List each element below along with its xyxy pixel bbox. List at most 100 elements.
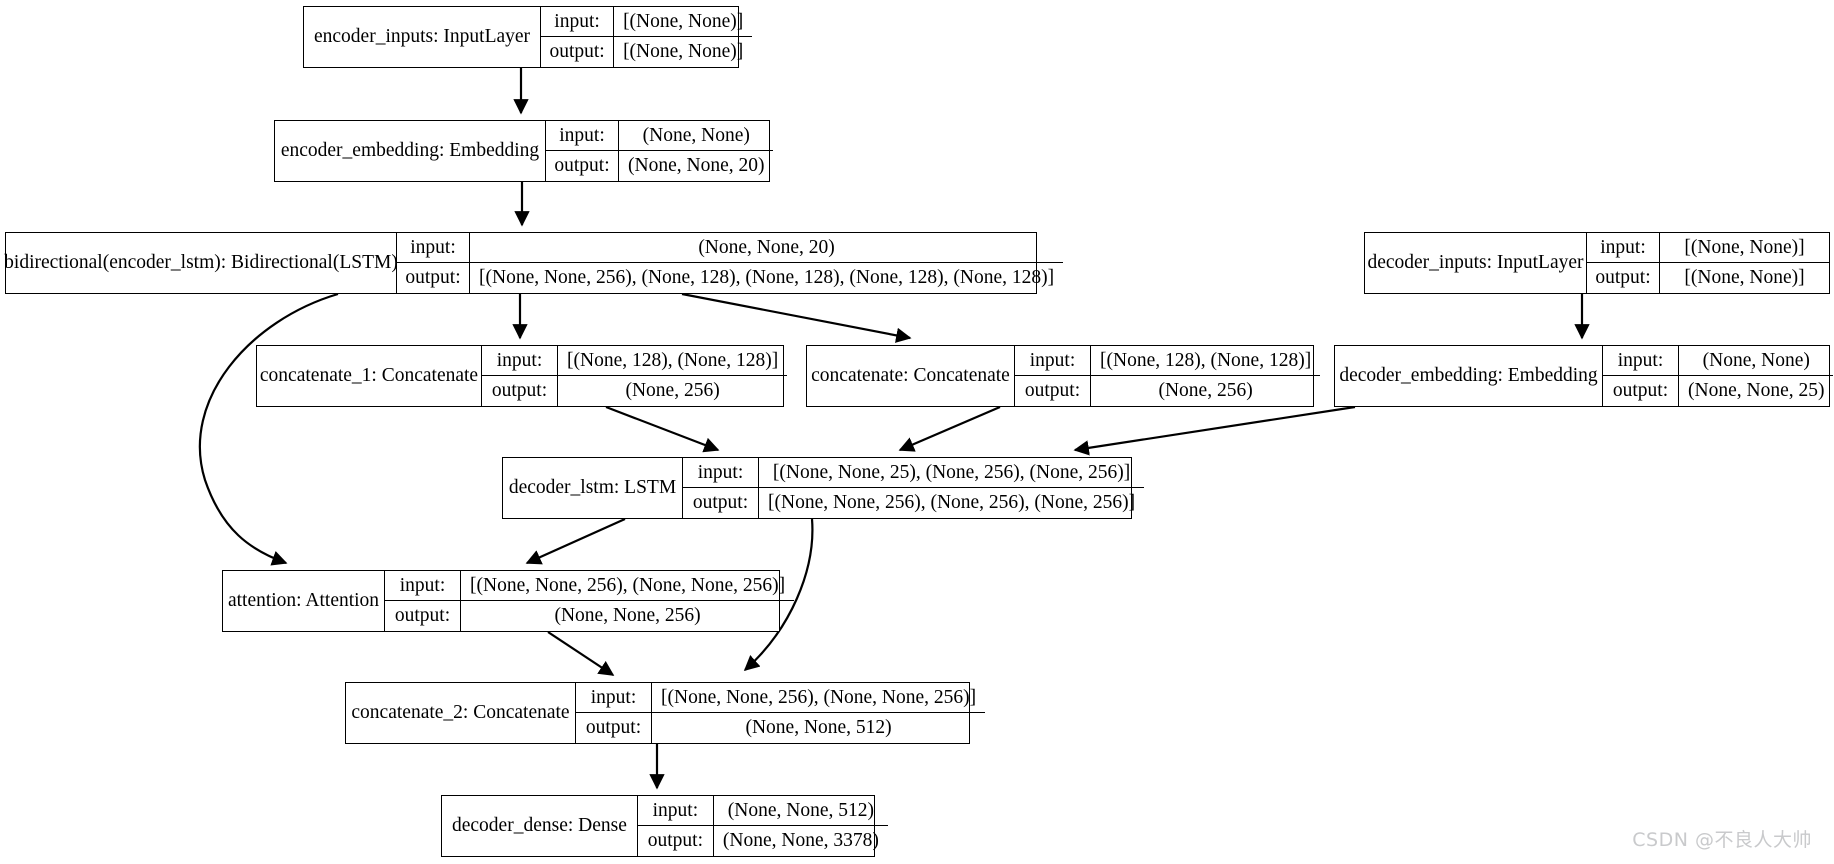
node-decoder-lstm-label: decoder_lstm: LSTM	[503, 458, 683, 518]
io-key-input: input:	[1603, 346, 1679, 375]
io-row-output: output: (None, 256)	[1015, 376, 1320, 406]
node-attention-io: input: [(None, None, 256), (None, None, …	[385, 571, 795, 631]
node-decoder-dense-label: decoder_dense: Dense	[442, 796, 638, 856]
io-value-output: [(None, None, 256), (None, 128), (None, …	[479, 267, 1055, 288]
io-value-input: [(None, None, 256), (None, None, 256)]	[470, 574, 786, 596]
io-value-input: (None, None, 20)	[698, 236, 835, 258]
node-concatenate-1[interactable]: concatenate_1: Concatenate input: [(None…	[256, 345, 788, 407]
io-key-input: input:	[541, 7, 615, 36]
node-concatenate-1-io: input: [(None, 128), (None, 128)] output…	[482, 346, 788, 406]
io-value-input: (None, None)	[1702, 349, 1810, 371]
node-decoder-lstm[interactable]: decoder_lstm: LSTM input: [(None, None, …	[502, 457, 1145, 519]
io-row-input: input: [(None, None, 256), (None, None, …	[385, 571, 795, 601]
io-row-input: input: [(None, 128), (None, 128)]	[1015, 346, 1321, 376]
node-decoder-lstm-io: input: [(None, None, 25), (None, 256), (…	[683, 458, 1145, 518]
io-row-output: output: [(None, None)]	[1587, 263, 1829, 293]
io-key-input: input:	[576, 683, 652, 712]
node-concatenate-2-io: input: [(None, None, 256), (None, None, …	[576, 683, 986, 743]
io-value-input: [(None, None)]	[1684, 236, 1805, 258]
io-value-output: (None, None, 20)	[628, 155, 765, 176]
io-row-input: input: (None, None, 512)	[637, 796, 888, 826]
io-key-input: input:	[638, 796, 714, 825]
io-row-output: output: [(None, None, 256), (None, 128),…	[397, 263, 1063, 293]
node-encoder-inputs-label: encoder_inputs: InputLayer	[304, 7, 542, 67]
io-key-output: output:	[576, 713, 652, 743]
node-decoder-embedding[interactable]: decoder_embedding: Embedding input: (Non…	[1334, 345, 1834, 407]
io-value-output: (None, 256)	[1158, 380, 1253, 401]
io-key-output: output:	[482, 376, 558, 406]
io-row-input: input: (None, None, 20)	[397, 233, 1064, 263]
io-value-input: [(None, 128), (None, 128)]	[1100, 349, 1312, 371]
io-row-input: input: (None, None)	[546, 121, 774, 151]
node-decoder-inputs[interactable]: decoder_inputs: InputLayer input: [(None…	[1364, 232, 1830, 294]
io-row-output: output: (None, None, 20)	[546, 151, 773, 181]
node-encoder-inputs-io: input: [(None, None)] output: [(None, No…	[541, 7, 753, 67]
io-value-input: (None, None)	[642, 124, 750, 146]
io-value-input: [(None, None, 25), (None, 256), (None, 2…	[772, 461, 1131, 483]
io-row-input: input: [(None, None, 256), (None, None, …	[576, 683, 986, 713]
io-value-input: [(None, 128), (None, 128)]	[567, 349, 779, 371]
edge-concatenate-to-decoder-lstm	[898, 405, 1001, 452]
io-row-output: output: [(None, None, 256), (None, 256),…	[683, 488, 1144, 518]
io-key-input: input:	[397, 233, 470, 262]
io-key-output: output:	[385, 601, 461, 631]
edge-concatenate-1-to-decoder-lstm	[605, 405, 720, 453]
node-encoder-embedding-io: input: (None, None) output: (None, None,…	[546, 121, 774, 181]
node-concatenate-1-label: concatenate_1: Concatenate	[257, 346, 482, 406]
node-decoder-embedding-io: input: (None, None) output: (None, None,…	[1603, 346, 1834, 406]
io-key-output: output:	[397, 263, 470, 293]
edge-decoder-lstm-to-attention	[525, 517, 626, 565]
io-key-output: output:	[1603, 376, 1679, 406]
node-concatenate[interactable]: concatenate: Concatenate input: [(None, …	[806, 345, 1321, 407]
node-concatenate-label: concatenate: Concatenate	[807, 346, 1015, 406]
io-key-output: output:	[1015, 376, 1091, 406]
node-attention-label: attention: Attention	[223, 571, 385, 631]
io-key-output: output:	[638, 826, 714, 856]
node-decoder-dense[interactable]: decoder_dense: Dense input: (None, None,…	[441, 795, 888, 857]
io-row-input: input: [(None, None, 25), (None, 256), (…	[683, 458, 1145, 488]
io-key-output: output:	[683, 488, 759, 518]
io-key-input: input:	[683, 458, 759, 487]
io-key-input: input:	[1015, 346, 1091, 375]
csdn-watermark: CSDN @不良人大帅	[1632, 829, 1812, 851]
edge-attention-to-concatenate-2	[547, 631, 615, 676]
io-key-output: output:	[1587, 263, 1660, 293]
io-row-input: input: [(None, None)]	[541, 7, 753, 37]
io-key-input: input:	[546, 121, 619, 150]
io-value-output: (None, None, 3378)	[722, 830, 879, 851]
io-row-output: output: (None, None, 25)	[1603, 376, 1833, 406]
io-row-output: output: (None, None, 3378)	[638, 826, 888, 856]
node-encoder-embedding[interactable]: encoder_embedding: Embedding input: (Non…	[274, 120, 774, 182]
io-value-input: [(None, None, 256), (None, None, 256)]	[661, 686, 977, 708]
node-concatenate-io: input: [(None, 128), (None, 128)] output…	[1015, 346, 1321, 406]
io-value-output: [(None, None)]	[623, 41, 744, 62]
io-value-input: [(None, None)]	[623, 10, 744, 32]
node-concatenate-2[interactable]: concatenate_2: Concatenate input: [(None…	[345, 682, 986, 744]
io-value-output: (None, None, 25)	[1688, 380, 1825, 401]
edge-bidirectional-to-attention	[198, 292, 339, 566]
edge-decoder-embedding-to-decoder-lstm	[1073, 405, 1356, 456]
edge-bidirectional-to-concatenate	[681, 292, 912, 343]
io-value-output: [(None, None)]	[1684, 267, 1805, 288]
node-bidirectional-encoder-lstm[interactable]: bidirectional(encoder_lstm): Bidirection…	[4, 232, 1064, 294]
io-value-output: (None, 256)	[625, 380, 720, 401]
io-row-output: output: (None, None, 256)	[385, 601, 794, 631]
io-value-output: (None, None, 512)	[745, 717, 892, 738]
io-key-input: input:	[1587, 233, 1660, 262]
node-encoder-inputs[interactable]: encoder_inputs: InputLayer input: [(None…	[303, 6, 753, 68]
node-bidirectional-encoder-lstm-io: input: (None, None, 20) output: [(None, …	[397, 233, 1064, 293]
node-attention[interactable]: attention: Attention input: [(None, None…	[222, 570, 795, 632]
io-key-output: output:	[546, 151, 619, 181]
node-concatenate-2-label: concatenate_2: Concatenate	[346, 683, 576, 743]
node-decoder-dense-io: input: (None, None, 512) output: (None, …	[637, 796, 888, 856]
io-value-output: (None, None, 256)	[554, 605, 701, 626]
io-row-input: input: [(None, None)]	[1587, 233, 1829, 263]
io-key-output: output:	[541, 37, 615, 67]
node-bidirectional-encoder-lstm-label: bidirectional(encoder_lstm): Bidirection…	[4, 233, 398, 293]
io-row-output: output: (None, 256)	[482, 376, 787, 406]
io-key-input: input:	[385, 571, 461, 600]
io-row-input: input: (None, None)	[1603, 346, 1834, 376]
io-row-input: input: [(None, 128), (None, 128)]	[482, 346, 788, 376]
io-value-output: [(None, None, 256), (None, 256), (None, …	[768, 492, 1136, 513]
